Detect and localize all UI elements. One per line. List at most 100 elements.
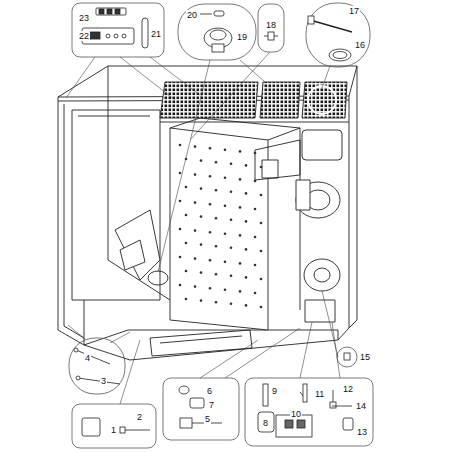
illustration-line	[200, 14, 212, 15]
illustration-polygon	[255, 140, 300, 180]
vent-hole	[254, 236, 257, 239]
vent-hole	[239, 150, 242, 153]
illustration-polygon	[120, 240, 145, 270]
illustration-line	[150, 57, 200, 95]
illustration-ellipse	[333, 52, 347, 59]
callout-number: 7	[208, 400, 215, 410]
callout-number: 22	[78, 31, 90, 41]
illustration-g	[69, 3, 373, 448]
callout-number: 1	[110, 425, 117, 435]
vent-hole	[260, 194, 263, 197]
callout-number: 12	[342, 384, 354, 394]
vent-hole	[254, 264, 257, 267]
vent-hole	[209, 147, 212, 150]
callout-number: 3	[100, 376, 107, 386]
vent-hole	[260, 278, 263, 281]
vent-hole	[224, 233, 227, 236]
vent-hole	[209, 203, 212, 206]
illustration-rect	[330, 402, 336, 408]
vent-hole	[245, 276, 248, 279]
illustration-rect	[308, 16, 314, 24]
illustration-line	[332, 406, 352, 407]
vent-hole	[185, 214, 188, 217]
illustration-ellipse	[329, 49, 351, 61]
vent-hole	[185, 242, 188, 245]
illustration-rect	[268, 32, 274, 40]
illustration-line	[200, 340, 258, 378]
callout-number: 18	[265, 20, 277, 30]
callout-number: 6	[206, 386, 213, 396]
vent-hole	[179, 256, 182, 259]
illustration-polyline	[58, 97, 84, 345]
vent-hole	[194, 173, 197, 176]
illustration-line	[200, 118, 300, 128]
illustration-rect	[99, 9, 104, 14]
vent-hole	[245, 164, 248, 167]
illustration-rect	[305, 300, 335, 322]
vent-hole	[200, 159, 203, 162]
illustration-ellipse	[148, 271, 168, 285]
illustration-rect	[178, 4, 256, 60]
vent-hole	[185, 270, 188, 273]
illustration-line	[158, 60, 210, 272]
vent-hole	[260, 306, 263, 309]
vent-hole	[254, 292, 257, 295]
vent-hole	[239, 206, 242, 209]
callout-number: 19	[236, 32, 248, 42]
vent-hole	[215, 217, 218, 220]
illustration-rect	[180, 418, 192, 428]
illustration-polygon	[115, 210, 160, 280]
vent-hole	[179, 228, 182, 231]
illustration-rect	[258, 4, 284, 52]
vent-hole	[245, 304, 248, 307]
illustration-rect	[306, 3, 370, 67]
illustration-rect	[142, 18, 148, 48]
illustration-rect	[343, 418, 353, 430]
vent-hole	[200, 299, 203, 302]
vent-hole	[215, 161, 218, 164]
vent-hole	[260, 250, 263, 253]
vent-hole	[194, 145, 197, 148]
illustration-line	[108, 66, 109, 260]
illustration-rect	[263, 384, 268, 406]
vent-hole	[245, 220, 248, 223]
illustration-ellipse	[179, 386, 189, 394]
illustration-rect	[214, 11, 224, 16]
vent-hole	[194, 257, 197, 260]
illustration-line	[122, 430, 150, 431]
vent-hole	[239, 234, 242, 237]
illustration-polygon	[150, 330, 252, 356]
illustration-g	[179, 144, 263, 309]
vent-hole	[194, 285, 197, 288]
vent-hole	[179, 284, 182, 287]
illustration-rect	[344, 353, 350, 360]
vent-hole	[224, 177, 227, 180]
callout-number: 23	[78, 13, 90, 23]
vent-hole	[230, 163, 233, 166]
callout-number: 9	[271, 386, 278, 396]
illustration-line	[66, 57, 95, 98]
callout-number: 16	[354, 40, 366, 50]
callout-number: 2	[136, 412, 143, 422]
illustration-circle	[74, 348, 78, 352]
vent-hole	[209, 175, 212, 178]
vent-hole	[254, 152, 257, 155]
illustration-polygon	[260, 82, 300, 118]
illustration-line	[300, 322, 312, 378]
illustration-polygon	[72, 110, 160, 300]
vent-hole	[215, 301, 218, 304]
illustration-rect	[120, 427, 125, 433]
illustration-polyline	[64, 104, 84, 338]
vent-hole	[260, 166, 263, 169]
illustration-rect	[297, 420, 305, 428]
illustration-line	[78, 378, 120, 384]
illustration-rect	[258, 412, 274, 432]
illustration-line	[225, 328, 300, 378]
illustration-rect	[245, 378, 373, 446]
vent-hole	[254, 208, 257, 211]
illustration-polygon	[302, 82, 347, 118]
illustration-line	[78, 116, 150, 117]
illustration-rect	[303, 384, 307, 402]
vent-hole	[254, 180, 257, 183]
